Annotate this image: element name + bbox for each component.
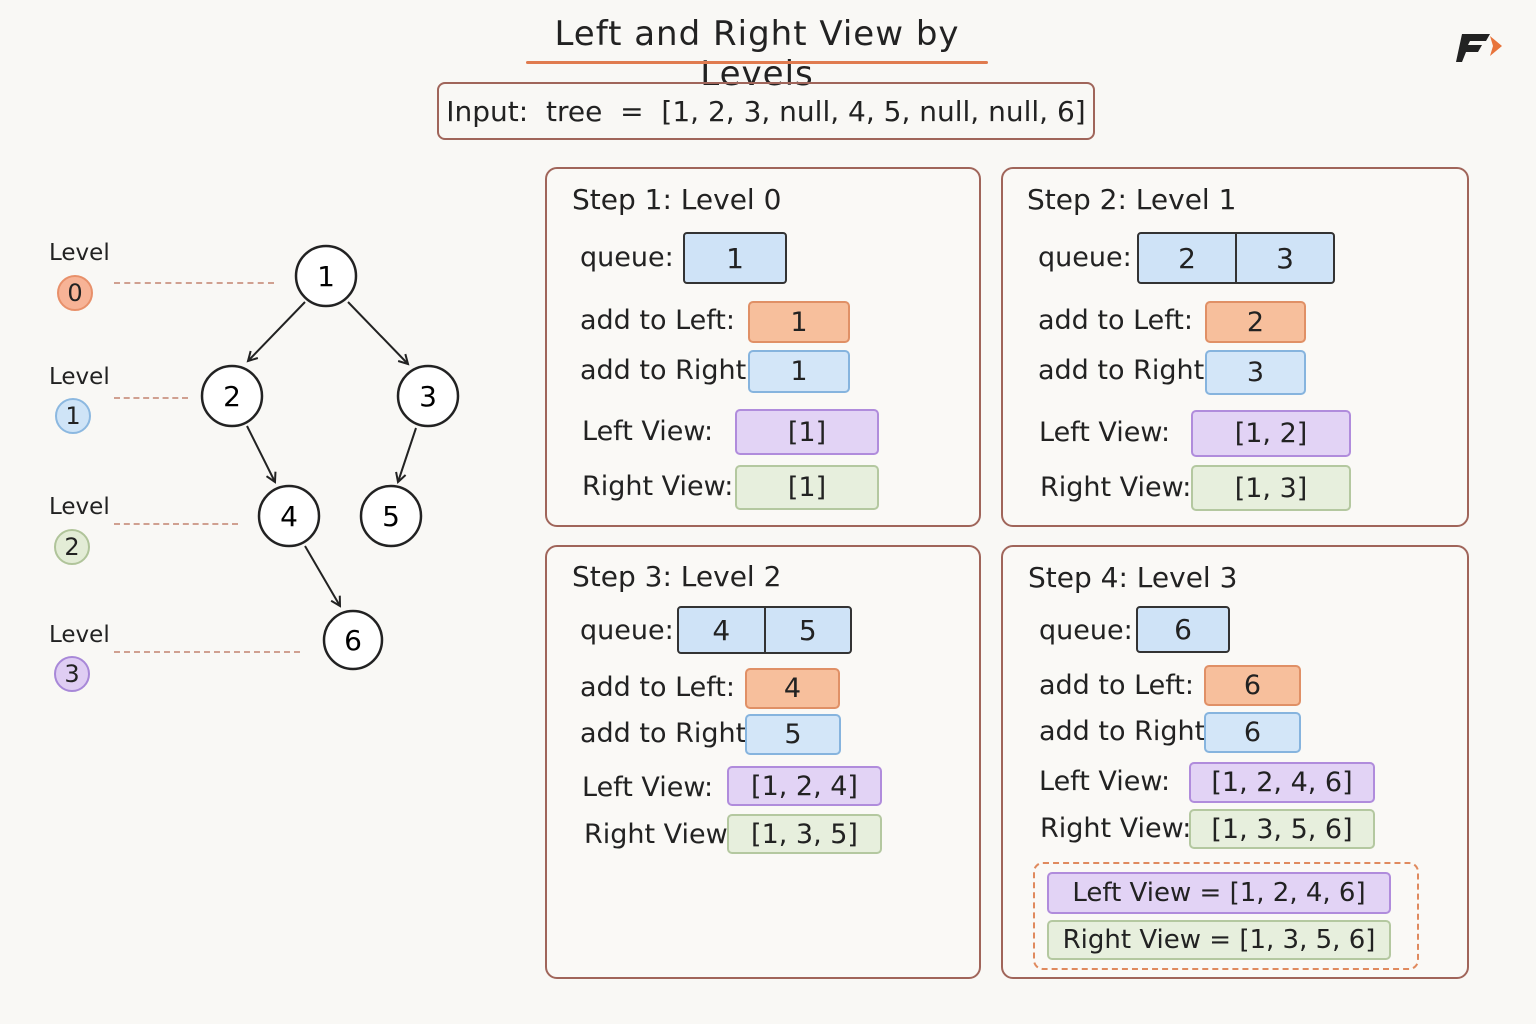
page-title: Left and Right View by Levels: [554, 14, 960, 94]
queue-label: queue:: [580, 242, 674, 273]
level-label: Level: [49, 494, 110, 520]
step-title: Step 3: Level 2: [572, 560, 782, 593]
add-right-value: 1: [748, 350, 850, 393]
final-left-view: Left View = [1, 2, 4, 6]: [1047, 872, 1391, 914]
level-label: Level: [49, 240, 110, 266]
tree-node-3: 3: [396, 364, 460, 428]
add-right-label: add to Right:: [1039, 716, 1215, 747]
input-box: Input: tree = [1, 2, 3, null, 4, 5, null…: [437, 82, 1095, 140]
left-view-value: [1]: [735, 409, 879, 455]
tree-edge: [248, 301, 306, 361]
right-view-label: Right View:: [582, 471, 734, 502]
tree-node-6: 6: [322, 609, 384, 671]
queue-cell: 3: [1276, 241, 1294, 275]
left-view-label: Left View:: [582, 416, 714, 447]
step-title: Step 4: Level 3: [1028, 561, 1238, 594]
binary-tree: 1 2 3 4 5 6: [200, 244, 460, 671]
left-view-label: Left View:: [1039, 417, 1171, 448]
level-guide-line: [114, 523, 238, 525]
queue-cell: 4: [679, 608, 766, 652]
step-title: Step 2: Level 1: [1027, 183, 1237, 216]
add-left-label: add to Left:: [1038, 305, 1193, 336]
input-text: Input: tree = [1, 2, 3, null, 4, 5, null…: [446, 94, 1086, 128]
right-view-value: [1]: [735, 465, 879, 510]
right-view-label: Right View:: [1040, 813, 1192, 844]
add-left-value: 2: [1205, 301, 1306, 343]
queue-label: queue:: [1039, 615, 1133, 646]
final-result: [1033, 862, 1419, 970]
level-label: Level: [49, 622, 110, 648]
add-right-label: add to Right:: [580, 355, 756, 386]
queue-cell: 5: [798, 613, 817, 647]
right-view-value: [1, 3, 5, 6]: [1189, 809, 1375, 849]
add-left-value: 4: [745, 668, 840, 709]
left-view-value: [1, 2, 4, 6]: [1189, 762, 1375, 803]
right-view-value: [1, 3, 5]: [727, 814, 882, 854]
right-view-label: Right View:: [584, 819, 736, 850]
left-view-label: Left View:: [1039, 766, 1171, 797]
tree-node-1: 1: [294, 244, 358, 308]
queue: 1: [683, 232, 787, 284]
level-badge-0: 0: [57, 275, 93, 311]
queue-cell: 2: [1139, 234, 1237, 282]
add-left-label: add to Left:: [1039, 670, 1194, 701]
step-title: Step 1: Level 0: [572, 183, 782, 216]
add-left-label: add to Left:: [580, 305, 735, 336]
level-badge-3: 3: [54, 656, 90, 692]
level-label: Level: [49, 364, 110, 390]
queue-label: queue:: [1038, 242, 1132, 273]
tree-edge: [347, 301, 408, 364]
svg-text:4: 4: [280, 500, 298, 533]
add-right-label: add to Right:: [1038, 355, 1214, 386]
level-guide-line: [114, 282, 274, 284]
queue: 2 3: [1137, 232, 1335, 284]
add-right-value: 6: [1204, 712, 1301, 753]
left-view-value: [1, 2]: [1191, 410, 1351, 457]
add-right-value: 5: [745, 714, 841, 755]
add-left-value: 6: [1204, 665, 1301, 706]
queue-label: queue:: [580, 615, 674, 646]
tree-edge: [246, 425, 275, 482]
svg-text:2: 2: [223, 380, 241, 413]
level-guide-line: [114, 651, 300, 653]
svg-text:3: 3: [419, 380, 437, 413]
svg-text:5: 5: [382, 500, 400, 533]
add-right-value: 3: [1205, 350, 1306, 395]
final-right-view: Right View = [1, 3, 5, 6]: [1047, 920, 1391, 960]
queue: 6: [1136, 606, 1230, 653]
tree-node-5: 5: [359, 484, 423, 548]
tree-edge: [398, 427, 417, 482]
level-guide-line: [114, 397, 188, 399]
level-badge-2: 2: [54, 529, 90, 565]
queue: 4 5: [677, 606, 852, 654]
left-view-value: [1, 2, 4]: [727, 766, 882, 806]
title-underline: [526, 61, 988, 64]
svg-text:1: 1: [317, 260, 335, 293]
logo-icon: [1456, 34, 1502, 62]
svg-text:6: 6: [344, 624, 362, 657]
tree-node-2: 2: [200, 364, 264, 428]
add-right-label: add to Right:: [580, 718, 756, 749]
queue-cell: 1: [726, 241, 744, 275]
right-view-value: [1, 3]: [1191, 465, 1351, 511]
level-badge-1: 1: [55, 398, 91, 434]
tree-edge: [304, 545, 340, 606]
tree-node-4: 4: [257, 484, 321, 548]
right-view-label: Right View:: [1040, 472, 1192, 503]
queue-cell: 6: [1174, 613, 1192, 646]
add-left-label: add to Left:: [580, 672, 735, 703]
add-left-value: 1: [748, 301, 850, 343]
left-view-label: Left View:: [582, 772, 714, 803]
